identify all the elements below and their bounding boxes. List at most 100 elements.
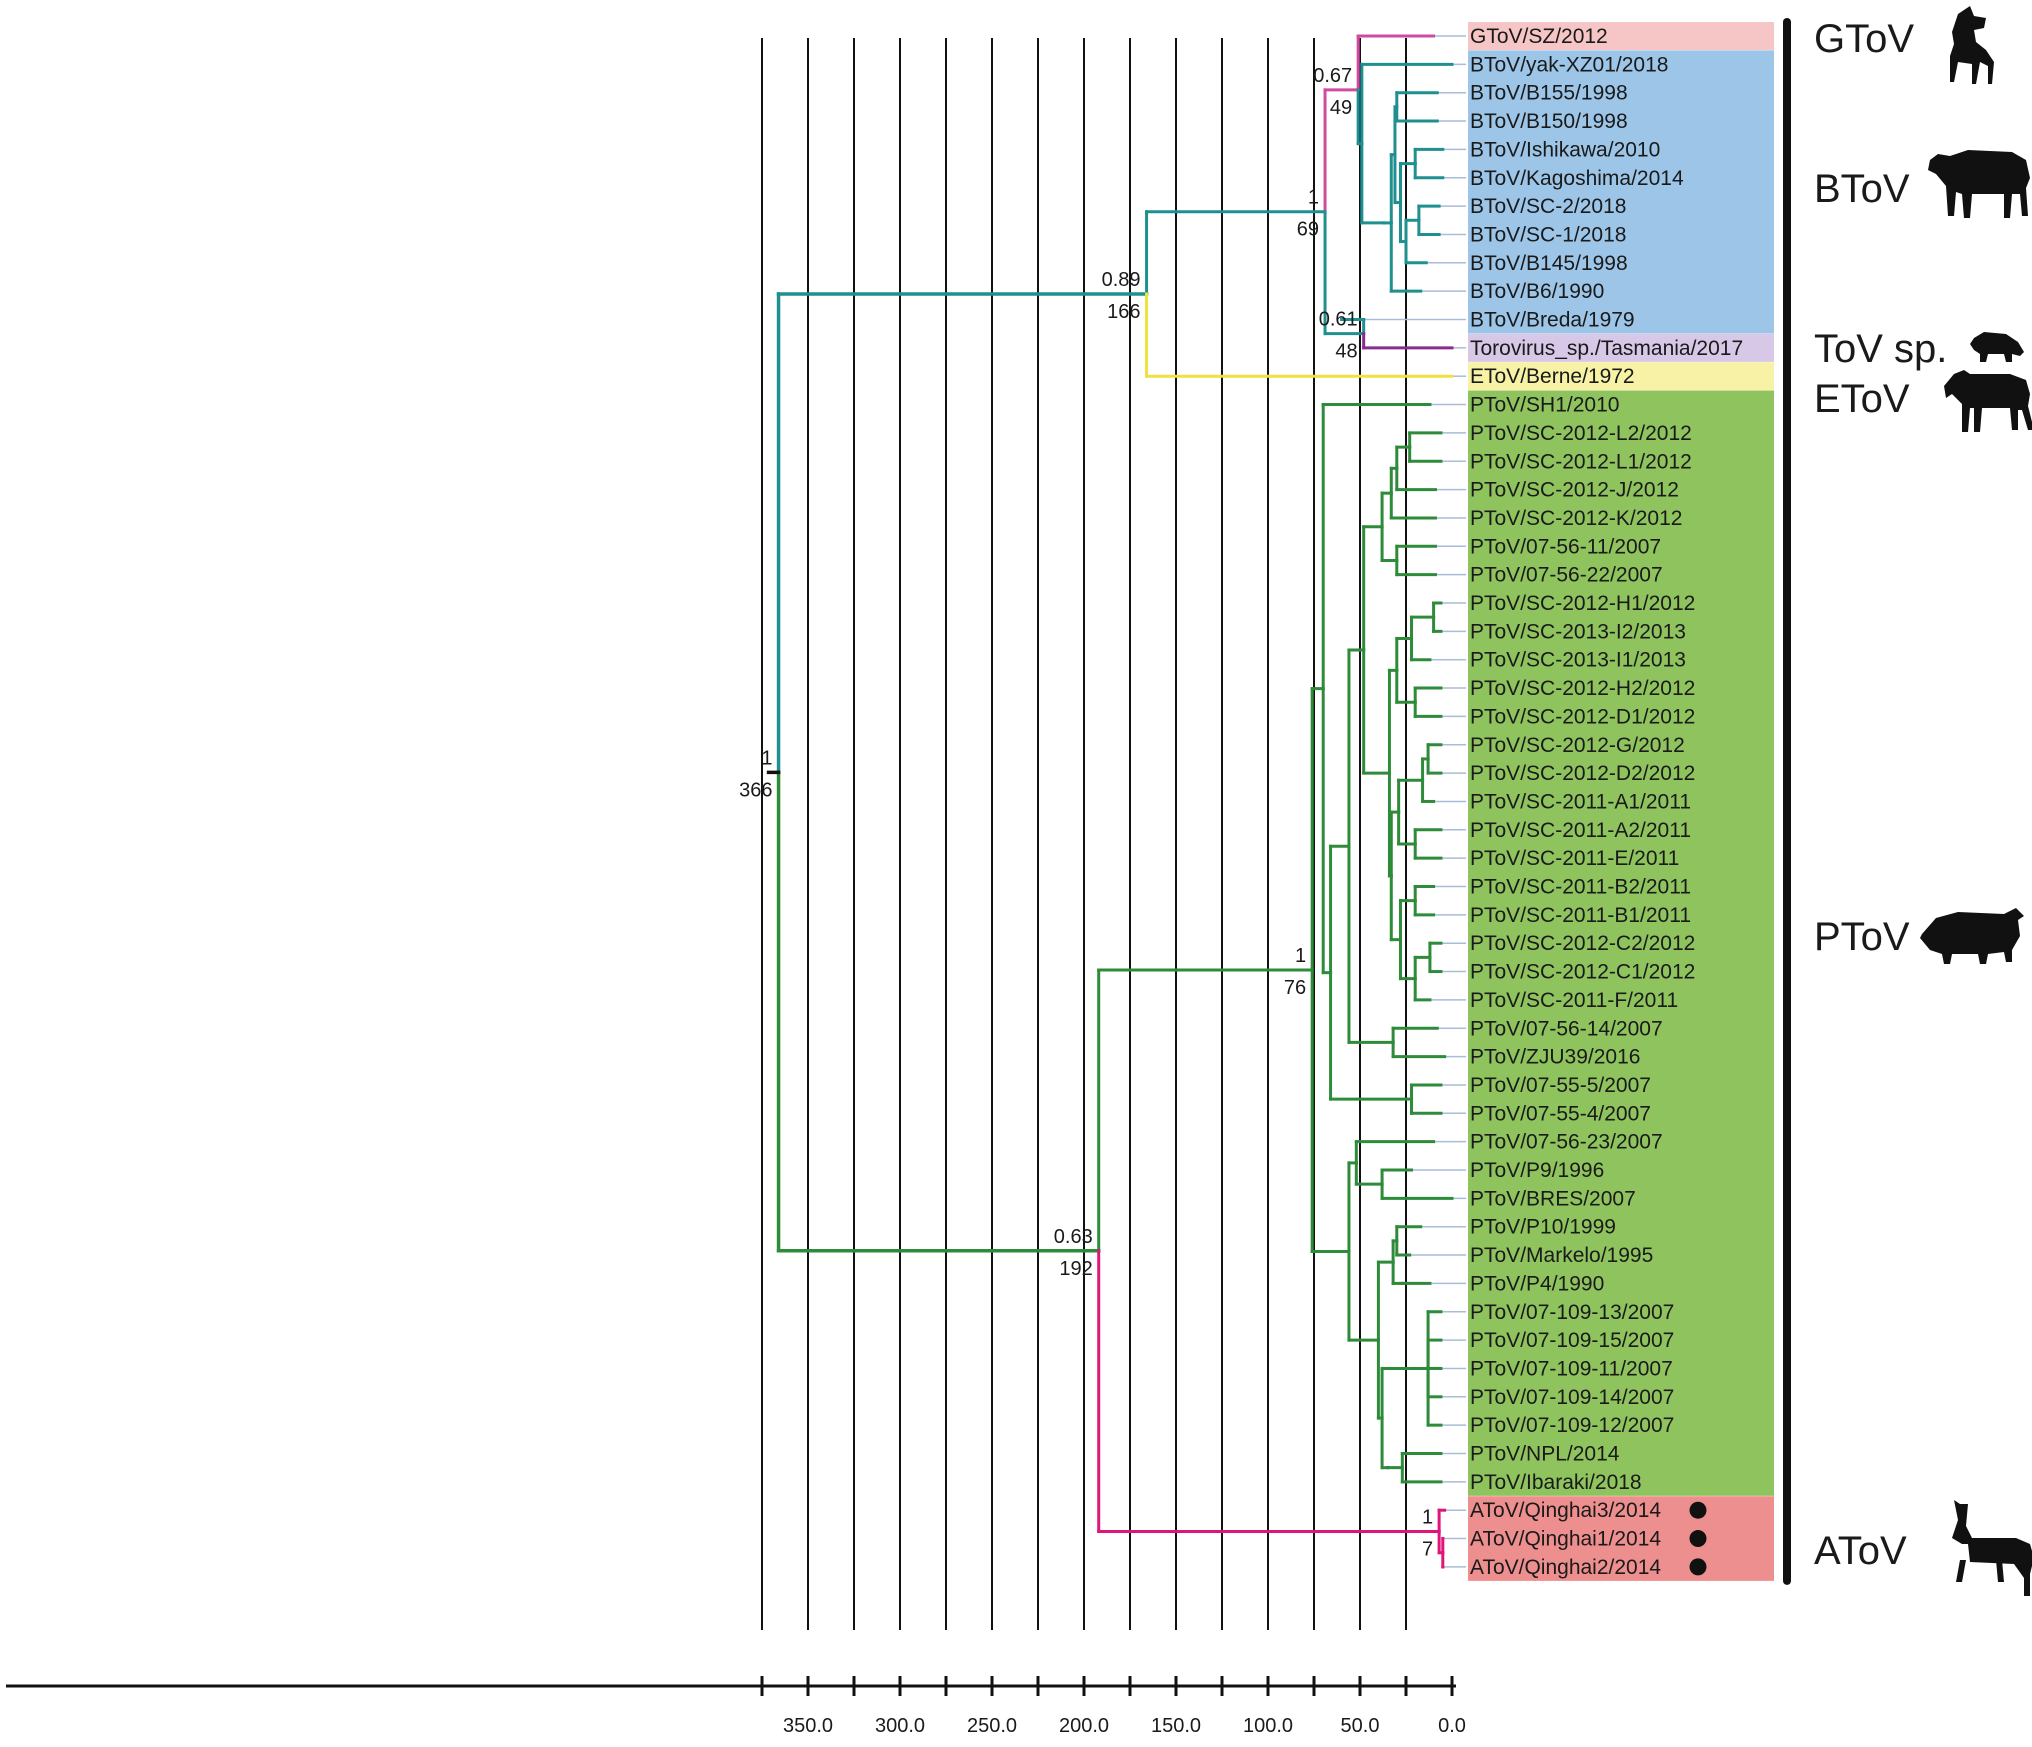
taxon-label: GToV/SZ/2012 (1470, 25, 1608, 48)
taxon-label: PToV/SH1/2010 (1470, 394, 1619, 417)
node-age-label: 166 (1107, 301, 1140, 323)
taxon-label: PToV/SC-2012-H2/2012 (1470, 677, 1695, 700)
taxon-label: BToV/Breda/1979 (1470, 309, 1635, 332)
taxon-label: BToV/SC-1/2018 (1470, 223, 1626, 246)
node-support-label: 0.61 (1319, 309, 1358, 331)
taxon-label: PToV/07-56-22/2007 (1470, 564, 1663, 587)
clade-band-btov (1468, 50, 1774, 334)
taxon-label: PToV/SC-2013-I1/2013 (1470, 649, 1686, 672)
clade-band-atov (1468, 1496, 1774, 1581)
taxon-label: PToV/SC-2012-D1/2012 (1470, 705, 1695, 728)
node-age-label: 48 (1335, 341, 1357, 363)
taxon-label: PToV/SC-2012-C1/2012 (1470, 961, 1695, 984)
taxon-label: PToV/Ibaraki/2018 (1470, 1471, 1642, 1494)
node-age-label: 49 (1330, 97, 1352, 119)
axis-tick-label: 300.0 (875, 1715, 925, 1737)
taxon-label: PToV/SC-2012-L1/2012 (1470, 450, 1692, 473)
pig-silhouette-icon (1920, 908, 2024, 964)
taxon-label: PToV/SC-2012-J/2012 (1470, 479, 1679, 502)
taxon-label: BToV/yak-XZ01/2018 (1470, 53, 1668, 76)
taxon-label: PToV/Markelo/1995 (1470, 1244, 1653, 1267)
taxon-label: AToV/Qinghai1/2014 (1470, 1528, 1661, 1551)
time-gridlines (761, 38, 1407, 1630)
taxon-label: PToV/SC-2013-I2/2013 (1470, 620, 1686, 643)
node-support-label: 1 (1422, 1506, 1433, 1528)
taxon-label: PToV/07-109-12/2007 (1470, 1414, 1674, 1437)
taxon-label: PToV/P4/1990 (1470, 1272, 1604, 1295)
taxon-label: BToV/B145/1998 (1470, 252, 1628, 275)
taxon-label: PToV/07-55-4/2007 (1470, 1102, 1651, 1125)
node-age-label: 7 (1422, 1538, 1433, 1560)
axis-tick-label: 100.0 (1243, 1715, 1293, 1737)
clade-name-tovsp: ToV sp. (1814, 327, 1947, 371)
horse-silhouette-icon (1944, 370, 2032, 432)
clade-name-gtov: GToV (1814, 17, 1914, 61)
clade-name-ptov: PToV (1814, 915, 1910, 959)
taxon-label: PToV/07-109-13/2007 (1470, 1301, 1674, 1324)
node-support-label: 1 (1295, 945, 1306, 967)
taxon-label: BToV/Kagoshima/2014 (1470, 167, 1684, 190)
taxon-label: PToV/07-56-14/2007 (1470, 1017, 1663, 1040)
clade-band-etov (1468, 362, 1774, 391)
antelope-silhouette-icon (1952, 1500, 2032, 1596)
clade-name-btov: BToV (1814, 167, 1910, 211)
node-age-label: 366 (739, 779, 772, 801)
axis-tick-label: 350.0 (783, 1715, 833, 1737)
taxon-label: PToV/SC-2012-D2/2012 (1470, 762, 1695, 785)
taxon-label: PToV/NPL/2014 (1470, 1443, 1620, 1466)
taxon-label: PToV/SC-2011-A1/2011 (1470, 790, 1691, 813)
taxon-label: PToV/P9/1996 (1470, 1159, 1604, 1182)
taxon-label: PToV/P10/1999 (1470, 1216, 1616, 1239)
host-icons (1920, 6, 2032, 1596)
axis-tick-label: 150.0 (1151, 1715, 1201, 1737)
taxon-label: PToV/SC-2011-F/2011 (1470, 989, 1678, 1012)
taxon-label: PToV/SC-2012-H1/2012 (1470, 592, 1695, 615)
novel-strain-marker (1689, 1558, 1707, 1576)
axis-tick-label: 250.0 (967, 1715, 1017, 1737)
clade-band-ptov (1468, 390, 1774, 1496)
clade-band-tovsp (1468, 333, 1774, 362)
tree-branches (766, 34, 1454, 1569)
taxon-label: BToV/B150/1998 (1470, 110, 1628, 133)
node-support-label: 0.89 (1102, 269, 1141, 291)
clade-band-gtov (1468, 22, 1774, 50)
taxon-label: AToV/Qinghai2/2014 (1470, 1556, 1661, 1579)
cow-silhouette-icon (1928, 150, 2030, 218)
time-axis: 350.0 300.0 250.0 200.0 150.0 100.0 50.0 0.0 (6, 1676, 1466, 1737)
taxon-label: PToV/SC-2011-E/2011 (1470, 847, 1679, 870)
taxon-label: PToV/07-56-23/2007 (1470, 1131, 1663, 1154)
taxon-label: PToV/07-55-5/2007 (1470, 1074, 1651, 1097)
taxon-label: BToV/Ishikawa/2010 (1470, 138, 1660, 161)
tip-connectors (1341, 35, 1466, 1568)
node-age-label: 76 (1284, 977, 1306, 999)
node-support-label: 1 (1308, 187, 1319, 209)
taxon-label: PToV/SC-2012-G/2012 (1470, 734, 1685, 757)
taxon-label: EToV/Berne/1972 (1470, 365, 1635, 388)
taxon-label: PToV/ZJU39/2016 (1470, 1046, 1640, 1069)
axis-tick-label: 200.0 (1059, 1715, 1109, 1737)
taxon-label: PToV/07-109-15/2007 (1470, 1329, 1674, 1352)
taxon-label: PToV/07-109-14/2007 (1470, 1386, 1674, 1409)
taxon-label: PToV/SC-2012-C2/2012 (1470, 932, 1695, 955)
axis-tick-label: 0.0 (1438, 1715, 1466, 1737)
node-support-label: 0.63 (1054, 1226, 1093, 1248)
taxon-label: BToV/SC-2/2018 (1470, 195, 1626, 218)
taxon-label: BToV/B155/1998 (1470, 82, 1628, 105)
clade-name-etov: EToV (1814, 377, 1910, 421)
taxon-label: AToV/Qinghai3/2014 (1470, 1499, 1661, 1522)
clade-name-atov: AToV (1814, 1529, 1907, 1573)
clade-brackets: GToV BToV ToV sp. EToV PToV AToV (1783, 17, 1947, 1585)
taxon-label: BToV/B6/1990 (1470, 280, 1604, 303)
goat-silhouette-icon (1950, 6, 1994, 84)
taxon-label: PToV/SC-2011-A2/2011 (1470, 819, 1691, 842)
node-support-label: 0.67 (1313, 65, 1352, 87)
novel-strain-marker (1689, 1501, 1707, 1519)
axis-tick-label: 50.0 (1341, 1715, 1380, 1737)
taxon-label: PToV/SC-2012-K/2012 (1470, 507, 1682, 530)
taxon-label: PToV/SC-2011-B1/2011 (1470, 904, 1691, 927)
taxon-labels: GToV/SZ/2012BToV/yak-XZ01/2018BToV/B155/… (1470, 25, 1743, 1579)
taxon-label: PToV/07-56-11/2007 (1470, 535, 1661, 558)
node-support-label: 1 (761, 747, 772, 769)
